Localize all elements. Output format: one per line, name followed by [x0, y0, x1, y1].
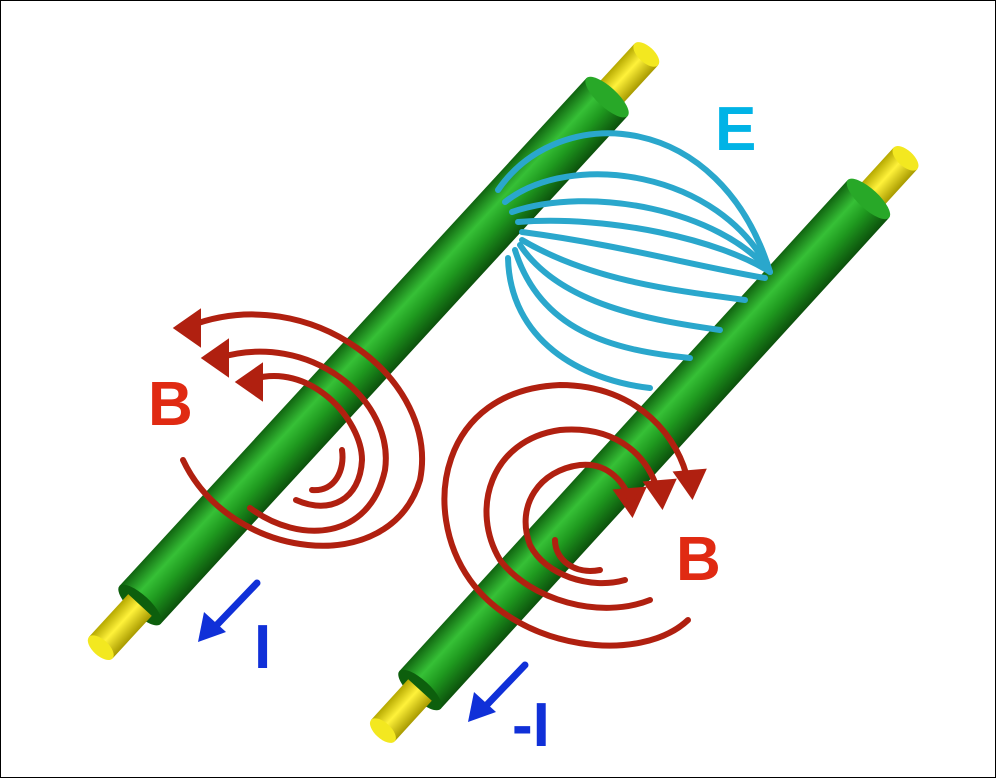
- left-conductor-insulation: [119, 78, 628, 624]
- current-label-right: -I: [512, 691, 550, 760]
- electric-field-label: E: [715, 95, 756, 164]
- left-conductor-core-far-cap: [633, 42, 660, 67]
- left-conductor-core-near-cap: [87, 635, 114, 661]
- e-field-line: [495, 130, 773, 275]
- e-field-line: [505, 255, 653, 391]
- b-field-arrowhead: [234, 362, 263, 402]
- b-field-arrowhead: [612, 486, 647, 519]
- b-field-arc-right: [483, 426, 661, 611]
- magnetic-field-lines-right: [441, 381, 707, 649]
- b-field-arc-left: [309, 447, 346, 494]
- right-conductor-insulation-far-cap: [846, 178, 891, 220]
- b-field-arc-right: [552, 537, 603, 574]
- right-conductor: [369, 146, 919, 743]
- magnetic-field-label-right: B: [676, 525, 721, 594]
- e-field-line: [512, 247, 693, 361]
- right-conductor-core-near-cap: [369, 718, 396, 743]
- right-conductor-insulation: [399, 180, 890, 709]
- current-arrow-left: [198, 579, 261, 642]
- current-arrow-left-shaft: [208, 579, 261, 634]
- b-field-arrowhead: [172, 308, 201, 348]
- electric-field-lines: [495, 130, 773, 391]
- current-arrow-right: [468, 661, 529, 722]
- b-field-arc-left: [247, 373, 366, 509]
- b-field-arrowhead: [672, 468, 707, 501]
- left-conductor: [87, 42, 660, 661]
- b-field-arc-right: [441, 381, 691, 649]
- b-field-arc-left: [215, 348, 389, 534]
- current-label-left: I: [254, 613, 271, 682]
- b-field-arrowhead: [200, 338, 229, 378]
- current-arrow-right-head: [468, 692, 496, 722]
- current-arrow-right-shaft: [478, 661, 529, 714]
- magnetic-field-lines-left: [172, 308, 425, 549]
- left-conductor-insulation-far-cap: [585, 76, 629, 118]
- e-field-line: [515, 217, 773, 275]
- right-conductor-core-far-cap: [892, 146, 919, 171]
- e-field-line: [502, 171, 773, 275]
- e-field-line: [519, 237, 748, 303]
- magnetic-field-label-left: B: [148, 370, 193, 439]
- current-arrow-left-head: [198, 612, 226, 642]
- e-field-line: [517, 242, 723, 333]
- b-field-arc-left: [180, 311, 425, 549]
- b-field-arrowhead: [642, 478, 677, 511]
- b-field-arc-right: [522, 461, 633, 587]
- e-field-line: [519, 229, 768, 281]
- e-field-line: [509, 198, 773, 275]
